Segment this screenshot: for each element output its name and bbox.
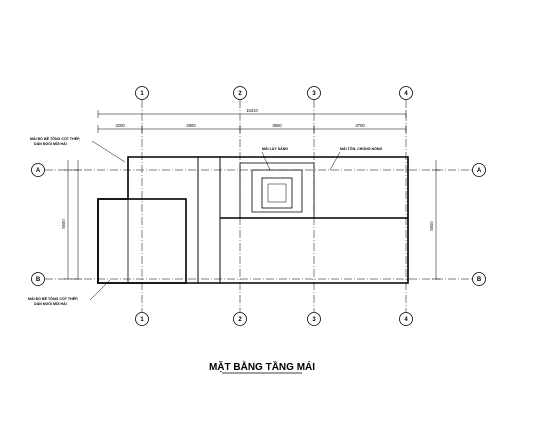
note-steel-roof: MÁI TÔN, CHỐNG NÓNG [340,146,383,151]
axis-label-3-top: 3 [312,91,316,97]
axis-label-b-right: B [477,277,482,283]
tiled-roof-upper [127,156,199,284]
axis-label-b-left: B [36,277,41,283]
axis-label-4-bottom: 4 [404,317,408,323]
note-lower-left-line1: MÁI ĐỔ BÊ TÔNG CỐT THÉP, [28,296,78,301]
axis-bubbles-bottom: 1 2 3 4 [135,312,413,326]
stair-strip [197,156,221,284]
left-vertical-dimension: 5500 [61,219,66,229]
horizontal-dimensions: 15310 3200 4800 3600 3700 [97,108,407,133]
building-outline [97,156,409,284]
axis-label-a-right: A [477,168,482,174]
note-upper-left-line1: MÁI ĐỔ BÊ TÔNG CỐT THÉP, [30,136,80,141]
segment-dimension-4: 3700 [355,123,365,128]
right-vertical-dimension: 5500 [429,221,434,231]
segment-dimension-2: 4800 [186,123,196,128]
segment-dimension-3: 3600 [272,123,282,128]
overall-dimension: 15310 [246,108,258,113]
drawing-title: MẶT BẰNG TẦNG MÁI [209,360,315,373]
note-skylight: MÁI LẤY SÁNG [262,146,288,151]
segment-dimension-1: 3200 [115,123,125,128]
axis-label-2-top: 2 [238,91,242,97]
skylight [239,162,315,219]
axis-label-2-bottom: 2 [238,317,242,323]
vertical-dimensions: 5500 5500 [61,160,440,280]
axis-label-a-left: A [36,168,41,174]
axis-label-1-bottom: 1 [140,317,144,323]
note-lower-left-line2: DÁN NGÓI MŨI HÀI [34,301,67,306]
axis-label-1-top: 1 [140,91,144,97]
axis-label-4-top: 4 [404,91,408,97]
annotations: MÁI ĐỔ BÊ TÔNG CỐT THÉP, DÁN NGÓI MŨI HÀ… [28,136,383,306]
axis-label-3-bottom: 3 [312,317,316,323]
axis-bubbles-sides: A B A B [31,163,486,286]
note-upper-left-line2: DÁN NGÓI MŨI HÀI [34,141,67,146]
roof-plan [97,156,409,284]
axis-bubbles-top: 1 2 3 4 [135,86,413,100]
